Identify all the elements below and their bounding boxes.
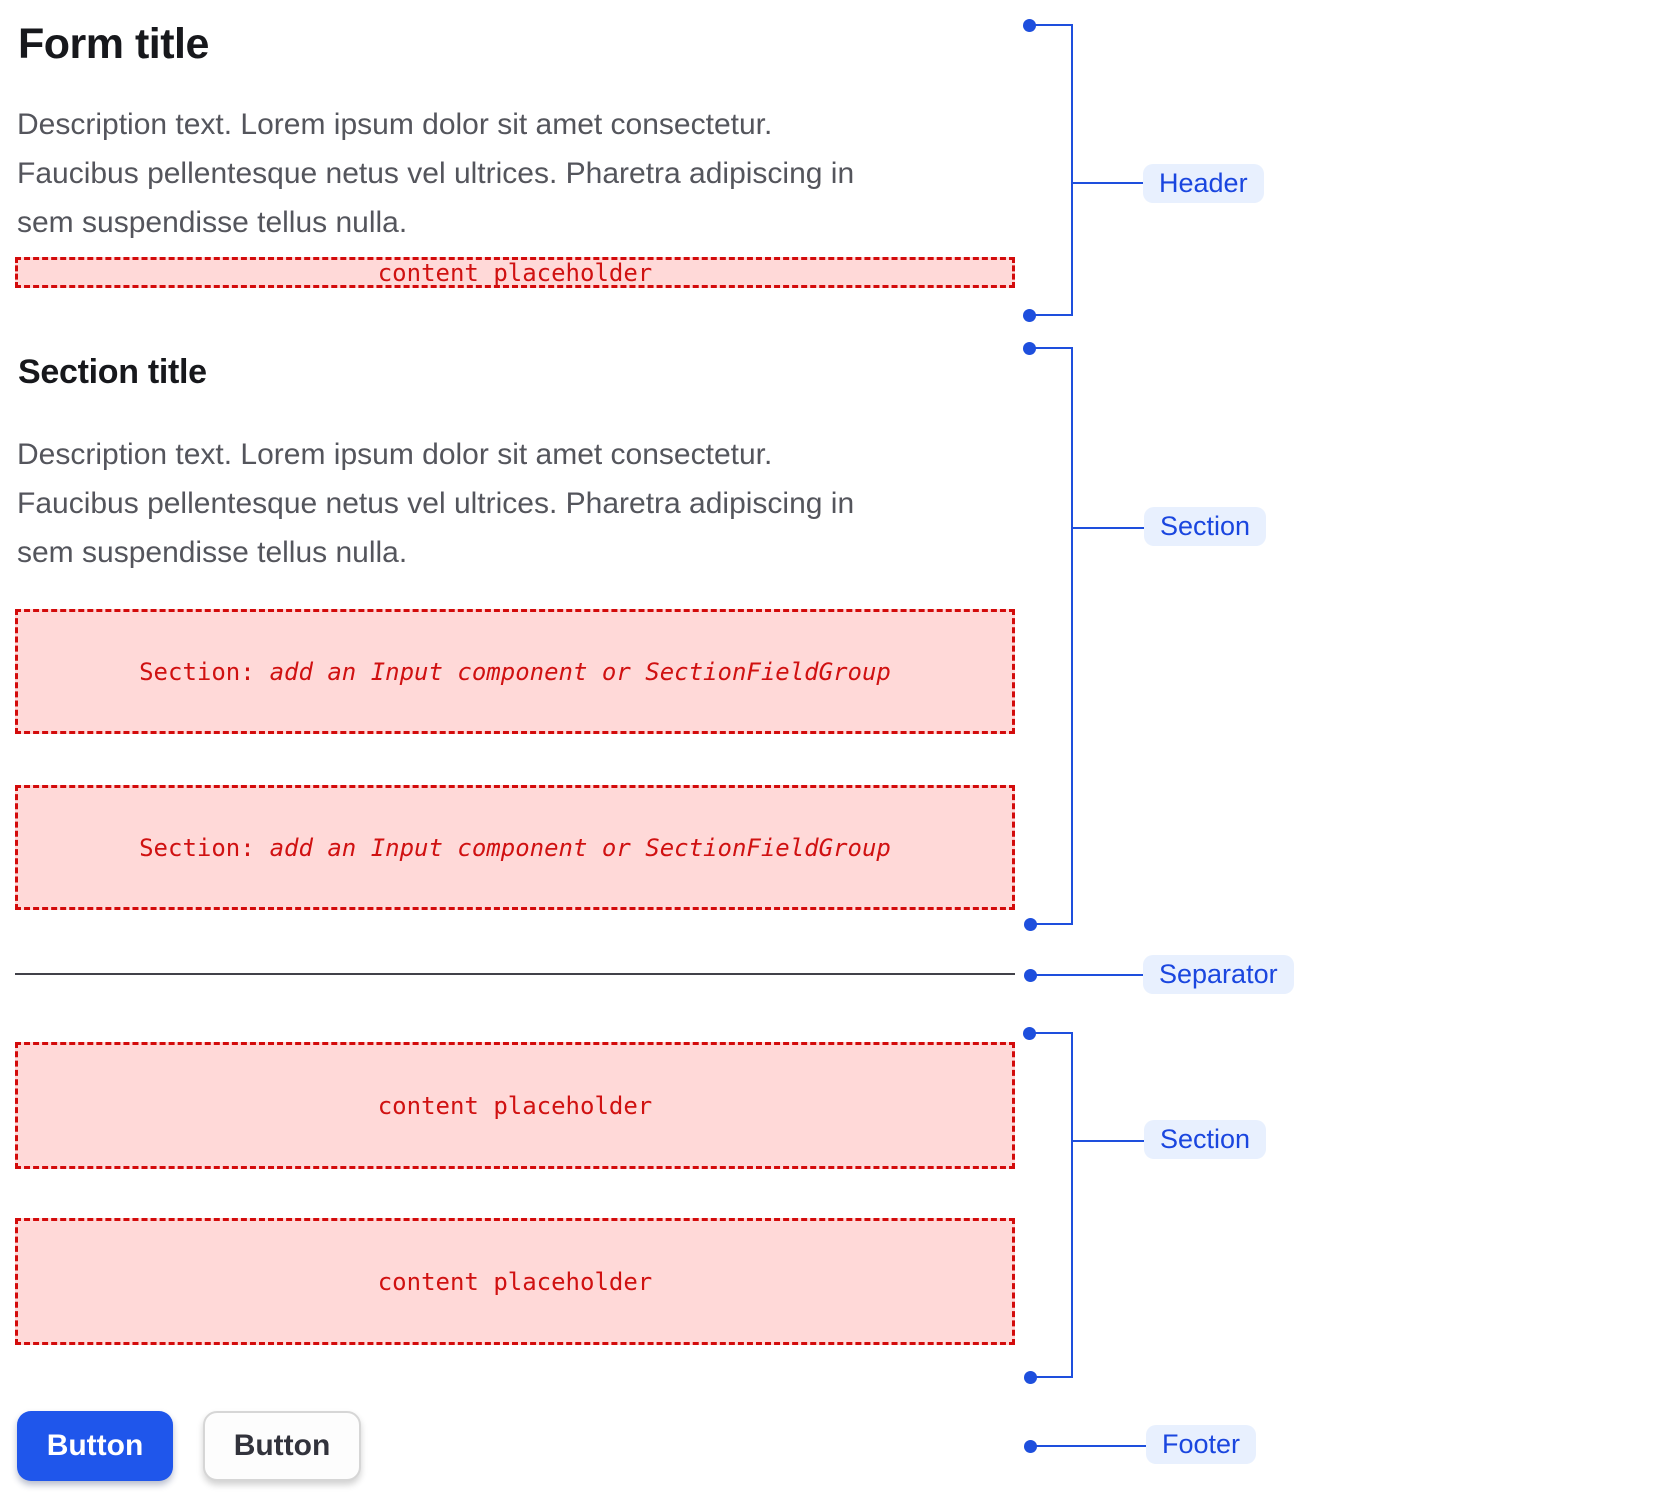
bracket-line	[1071, 24, 1073, 316]
slot-prefix: Section:	[139, 657, 255, 686]
bracket-line	[1029, 923, 1073, 925]
annotation-label-section: Section	[1144, 507, 1267, 546]
bracket-line	[1071, 347, 1073, 925]
section-title: Section title	[18, 353, 207, 391]
section-description: Description text. Lorem ipsum dolor sit …	[17, 438, 855, 569]
primary-button[interactable]: Button	[17, 1411, 173, 1481]
bracket-line	[1071, 1032, 1073, 1378]
bracket-line	[1029, 24, 1073, 26]
pointer-line	[1030, 1445, 1146, 1447]
annotation-label-section: Section	[1144, 1120, 1267, 1159]
slot-prefix: Section:	[139, 833, 255, 862]
annotation-label-header: Header	[1143, 164, 1264, 203]
section-input-slot: Section: add an Input component or Sectio…	[15, 609, 1015, 734]
form-description: Description text. Lorem ipsum dolor sit …	[17, 108, 855, 239]
placeholder-text: content placeholder	[377, 258, 653, 287]
placeholder-text: content placeholder	[377, 1267, 653, 1296]
header-content-placeholder-slot: content placeholder	[15, 257, 1015, 288]
bracket-line	[1071, 1140, 1144, 1142]
separator-line	[15, 973, 1015, 975]
content-placeholder-slot: content placeholder	[15, 1218, 1015, 1345]
annotation-label-separator: Separator	[1143, 955, 1294, 994]
placeholder-text: content placeholder	[377, 1091, 653, 1120]
slot-instruction: add an Input component or SectionFieldGr…	[269, 833, 891, 862]
bracket-line	[1071, 527, 1144, 529]
secondary-button[interactable]: Button	[203, 1411, 361, 1481]
bracket-line	[1071, 182, 1143, 184]
bracket-line	[1029, 1032, 1073, 1034]
bracket-line	[1029, 347, 1073, 349]
bracket-line	[1029, 314, 1073, 316]
form-title: Form title	[18, 20, 209, 68]
bracket-line	[1029, 1376, 1073, 1378]
slot-instruction: add an Input component or SectionFieldGr…	[269, 657, 891, 686]
section-input-slot: Section: add an Input component or Sectio…	[15, 785, 1015, 910]
annotation-label-footer: Footer	[1146, 1425, 1257, 1464]
content-placeholder-slot: content placeholder	[15, 1042, 1015, 1169]
pointer-line	[1030, 974, 1143, 976]
